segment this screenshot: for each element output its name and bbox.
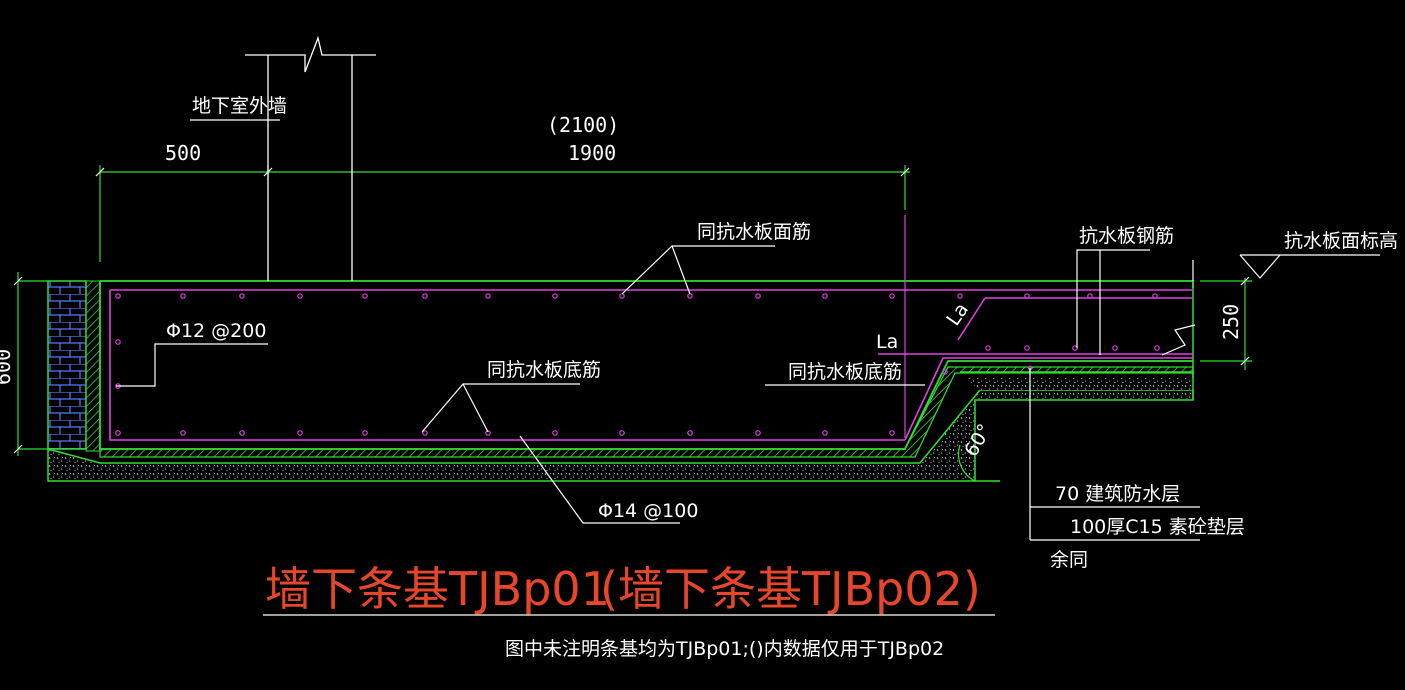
title-main: 墙下条基TJBp01 [265,562,610,616]
label-slab-rebar: 抗水板钢筋 [1079,225,1174,247]
label-same-rest: 余同 [1050,549,1088,571]
brick-wall [47,280,87,450]
label-dim-left: 600 [0,349,15,385]
cushion-layer [47,389,1194,482]
dimension-ticks [13,167,1250,454]
label-bottom-bar-1: 同抗水板底筋 [487,359,601,381]
label-dim-2100: (2100) [547,113,619,137]
label-waterproof: 70 建筑防水层 [1055,483,1180,505]
label-rebar-side: Φ12 @200 [166,320,266,342]
label-dim-500: 500 [165,141,201,165]
label-cushion: 100厚C15 素砼垫层 [1070,516,1245,538]
rebar-dots [115,293,1160,436]
label-dim-250: 250 [1219,304,1243,340]
label-dim-1900: 1900 [568,141,616,165]
drawing-note: 图中未注明条基均为TJBp01;()内数据仅用于TJBp02 [505,638,944,660]
wall-waterproof-layer [85,280,101,452]
label-rebar-bottom: Φ14 @100 [598,500,698,522]
basement-wall-lines [190,35,376,281]
label-slab-top-elev: 抗水板面标高 [1284,230,1398,252]
leader-lines [116,245,1380,541]
label-la-1: La [876,331,898,353]
label-bottom-bar-2: 同抗水板底筋 [788,361,902,383]
label-top-bar: 同抗水板面筋 [697,221,811,243]
angle-arc [957,444,976,482]
footing-outline [99,280,1194,450]
label-basement-outer-wall: 地下室外墙 [192,95,287,117]
dimension-lines [17,165,1252,456]
title-alt: (墙下条基TJBp02) [600,562,981,616]
